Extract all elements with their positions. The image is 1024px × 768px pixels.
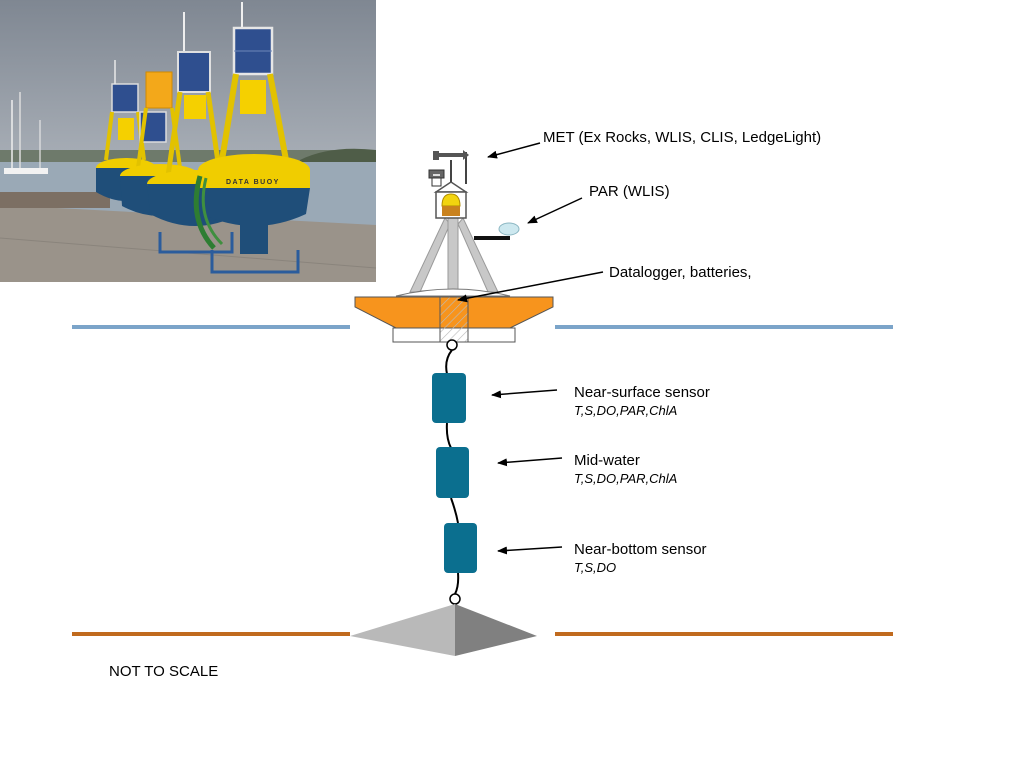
near-surface-params: T,S,DO,PAR,ChlA [574,403,678,418]
anchor-weight [350,604,537,656]
datalogger-compartment [439,296,469,343]
photo-buoy-text: DATA BUOY [226,179,280,186]
near-bottom-arrow [497,546,563,555]
mid-water-sensor [436,447,469,498]
near-surface-arrow [491,389,558,399]
near-bottom-params: T,S,DO [574,560,617,575]
mooring-shackle-bottom [449,593,461,605]
buoy-float [354,288,554,343]
mooring-shackle-top [446,339,458,351]
mid-water-params: T,S,DO,PAR,ChlA [574,471,678,486]
met-arrow [487,142,541,159]
near-surface-label: Near-surface sensor [574,384,710,401]
not-to-scale-note: NOT TO SCALE [109,663,219,680]
mooring-line [445,349,460,595]
near-surface-sensor [432,373,466,423]
par-sensor-icon [498,222,520,236]
datalogger-label: Datalogger, batteries, [609,264,752,281]
buoy-tower [409,150,520,293]
near-bottom-label: Near-bottom sensor [574,541,707,558]
anemometer-icon [433,150,469,160]
buoy-photo: DATA BUOY [0,0,377,282]
met-label: MET (Ex Rocks, WLIS, CLIS, LedgeLight) [543,129,822,146]
lamp-icon [441,193,461,207]
met-sensor-box-icon [428,169,445,187]
par-arrow [527,197,583,224]
mid-water-label: Mid-water [574,452,640,469]
mid-water-arrow [497,457,563,467]
near-bottom-sensor [444,523,477,573]
par-label: PAR (WLIS) [589,183,670,200]
datalogger-arrow [457,271,604,303]
